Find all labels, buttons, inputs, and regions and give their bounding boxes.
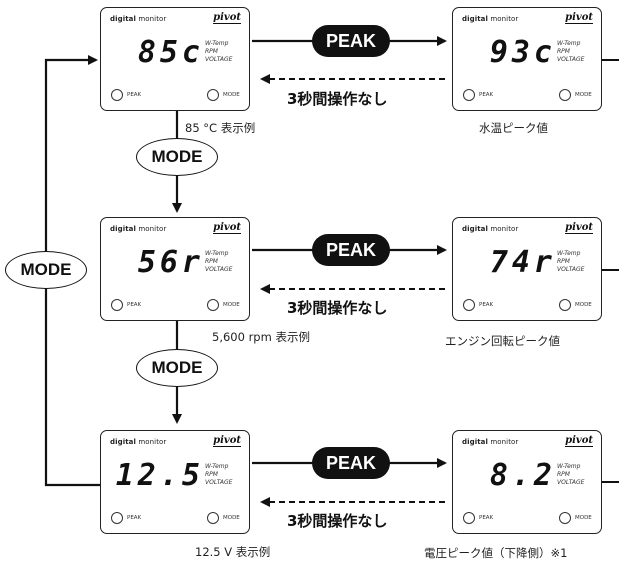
circle-button-icon: [207, 89, 219, 101]
circle-button-icon: [463, 512, 475, 524]
device-brand: digital monitor: [110, 438, 167, 446]
pivot-logo: pivot: [565, 222, 593, 234]
circle-button-icon: [111, 89, 123, 101]
caption-water-temp: 85 °C 表示例: [185, 121, 256, 135]
device-brand: digital monitor: [110, 225, 167, 233]
circle-button-icon: [207, 512, 219, 524]
pivot-logo: pivot: [213, 435, 241, 447]
device-peak-button[interactable]: PEAK: [463, 512, 493, 524]
device-peak-button[interactable]: PEAK: [111, 512, 141, 524]
circle-button-icon: [463, 299, 475, 311]
device-mode-button[interactable]: MODE: [559, 299, 592, 311]
caption-voltage-peak: 電圧ピーク値（下降側）※1: [424, 546, 568, 560]
circle-button-icon: [559, 512, 571, 524]
device-brand: digital monitor: [462, 438, 519, 446]
pivot-logo: pivot: [565, 12, 593, 24]
circle-button-icon: [559, 299, 571, 311]
no-operation-label-1: 3秒間操作なし: [287, 90, 388, 108]
device-peak-button[interactable]: PEAK: [463, 299, 493, 311]
device-reading: 8.2: [489, 458, 556, 493]
peak-button-1[interactable]: PEAK: [312, 25, 390, 57]
device-reading: 85c: [137, 35, 204, 70]
circle-button-icon: [111, 299, 123, 311]
pivot-logo: pivot: [213, 222, 241, 234]
caption-water-temp-peak: 水温ピーク値: [479, 121, 548, 135]
device-brand: digital monitor: [110, 15, 167, 23]
pivot-logo: pivot: [565, 435, 593, 447]
peak-button-2[interactable]: PEAK: [312, 234, 390, 266]
device-reading: 12.5: [115, 458, 204, 493]
device-reading: 93c: [489, 35, 556, 70]
mode-button-loop[interactable]: MODE: [5, 251, 87, 289]
device-peak-button[interactable]: PEAK: [111, 89, 141, 101]
circle-button-icon: [559, 89, 571, 101]
device-mode-button[interactable]: MODE: [207, 89, 240, 101]
device-reading: 74r: [489, 245, 556, 280]
no-operation-label-3: 3秒間操作なし: [287, 512, 388, 530]
caption-voltage: 12.5 V 表示例: [195, 545, 271, 559]
device-brand: digital monitor: [462, 15, 519, 23]
circle-button-icon: [207, 299, 219, 311]
device-mode-button[interactable]: MODE: [207, 512, 240, 524]
peak-button-3[interactable]: PEAK: [312, 447, 390, 479]
no-operation-label-2: 3秒間操作なし: [287, 299, 388, 317]
device-brand: digital monitor: [462, 225, 519, 233]
pivot-logo: pivot: [213, 12, 241, 24]
device-mode-button[interactable]: MODE: [559, 512, 592, 524]
device-peak-button[interactable]: PEAK: [463, 89, 493, 101]
mode-button-1[interactable]: MODE: [136, 138, 218, 176]
circle-button-icon: [111, 512, 123, 524]
caption-rpm: 5,600 rpm 表示例: [212, 330, 310, 344]
device-mode-button[interactable]: MODE: [207, 299, 240, 311]
device-mode-button[interactable]: MODE: [559, 89, 592, 101]
circle-button-icon: [463, 89, 475, 101]
device-peak-button[interactable]: PEAK: [111, 299, 141, 311]
caption-rpm-peak: エンジン回転ピーク値: [445, 334, 560, 348]
device-reading: 56r: [137, 245, 204, 280]
mode-button-2[interactable]: MODE: [136, 349, 218, 387]
